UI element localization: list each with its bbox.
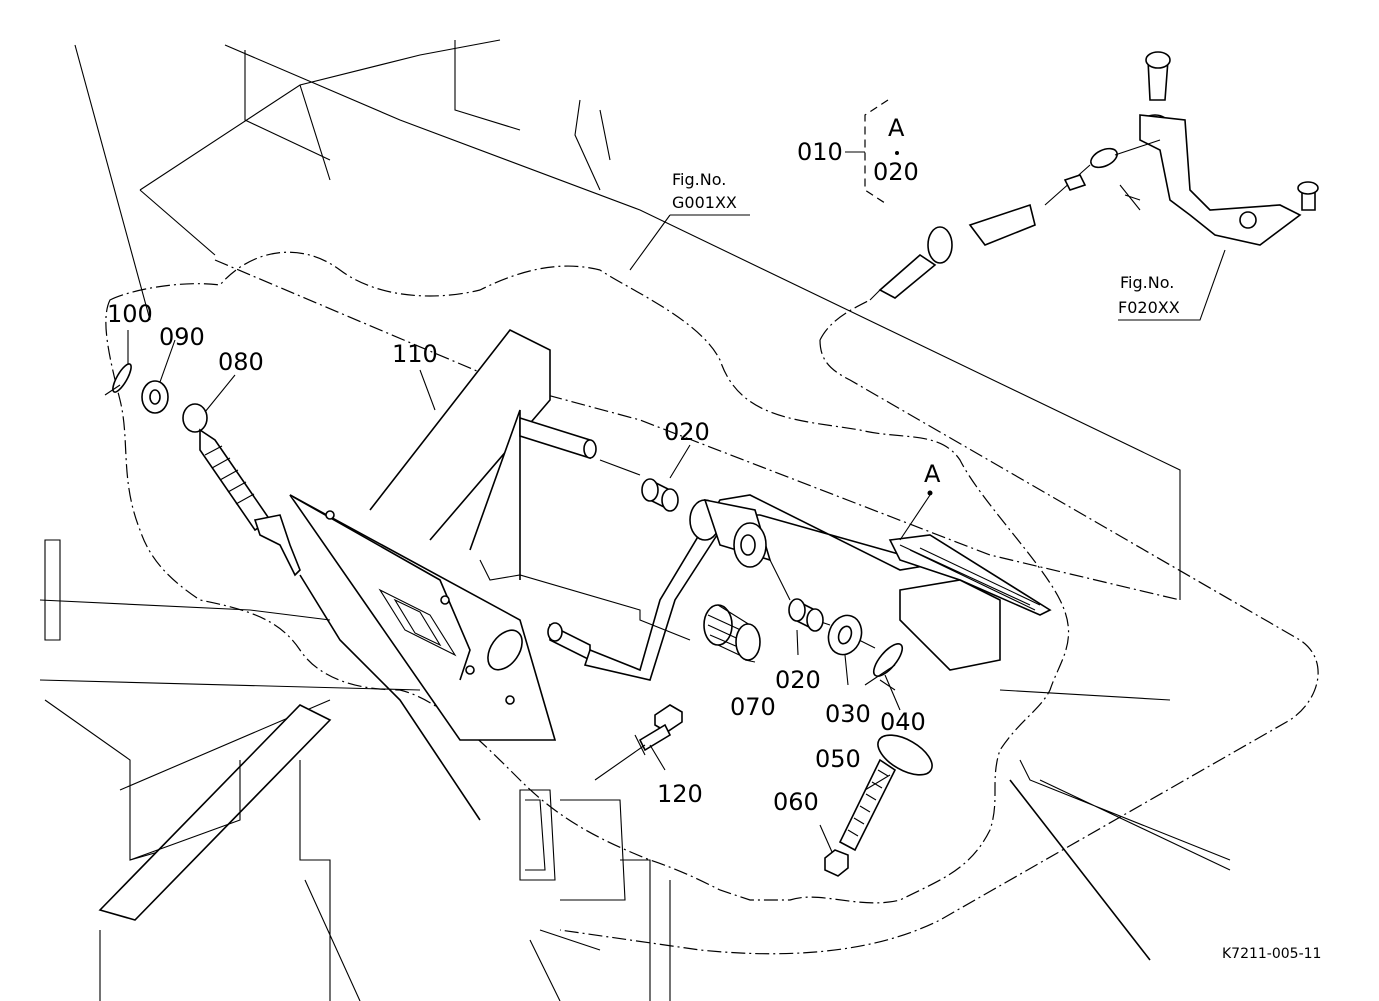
assembly-item-010: 010 — [797, 138, 843, 166]
bolt-120 — [634, 704, 683, 756]
part-label-110: 110 — [392, 340, 438, 368]
floor-panel-outline — [105, 251, 1319, 955]
part-label-050: 050 — [815, 745, 861, 773]
background-structure — [39, 39, 1231, 1001]
spring-070 — [703, 604, 761, 661]
washer-030 — [827, 614, 863, 656]
part-label-070: 070 — [730, 693, 776, 721]
pedal-pad — [888, 494, 1052, 671]
bushing-020-lower — [788, 598, 824, 632]
pedal-bracket-110 — [289, 328, 557, 741]
detail-marker-a-dot — [927, 490, 933, 496]
fig-ref-f020-line2: F020XX — [1118, 298, 1180, 317]
part-label-040: 040 — [880, 708, 926, 736]
part-label-020-lower: 020 — [775, 666, 821, 694]
fig-ref-g001-line1: Fig.No. — [672, 170, 726, 189]
split-pin-100 — [104, 363, 132, 396]
part-label-100: 100 — [107, 300, 153, 328]
part-label-020-upper: 020 — [664, 418, 710, 446]
part-label-080: 080 — [218, 348, 264, 376]
cable-link-assembly — [869, 51, 1319, 301]
nut-060 — [824, 849, 849, 877]
drawing-code: K7211-005-11 — [1222, 946, 1321, 962]
split-pin-040 — [864, 643, 904, 691]
part-label-090: 090 — [159, 323, 205, 351]
leader-lines — [127, 214, 1226, 853]
washer-090 — [141, 380, 169, 414]
detail-marker-a: A — [924, 460, 941, 488]
bushing-020-upper — [641, 478, 679, 512]
part-label-120: 120 — [657, 780, 703, 808]
part-label-060: 060 — [773, 788, 819, 816]
fig-ref-f020-line1: Fig.No. — [1120, 273, 1174, 292]
assembly-bracket — [845, 99, 899, 206]
cable-080 — [182, 403, 481, 821]
stopper-bolt-050 — [838, 734, 933, 852]
fig-ref-g001-line2: G001XX — [672, 193, 737, 212]
assembly-contains-020: 020 — [873, 158, 919, 186]
assembly-detail-a: A — [888, 114, 905, 142]
part-label-030: 030 — [825, 700, 871, 728]
